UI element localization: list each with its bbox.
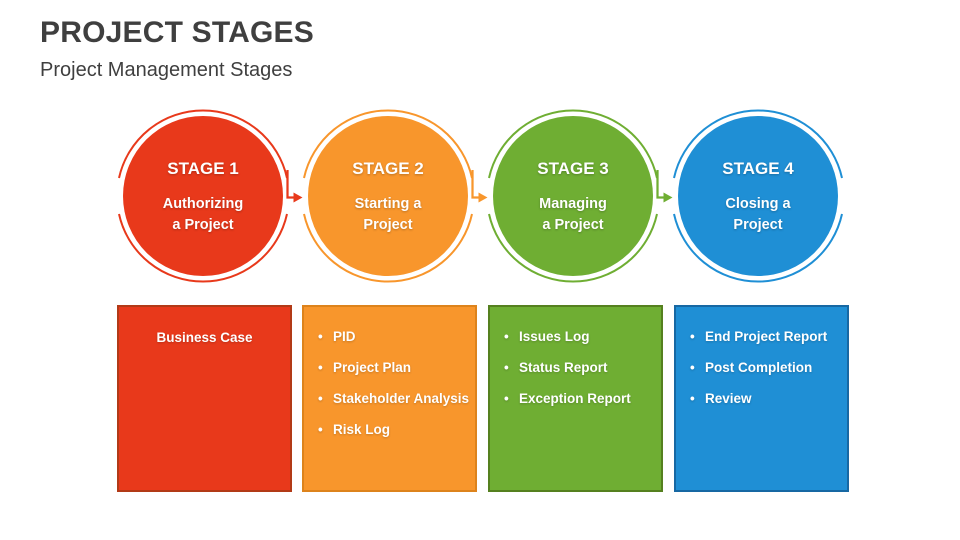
stage-3-circle (488, 109, 658, 283)
stage-4-text: STAGE 4 Closing a Project (673, 157, 843, 236)
detail-item: Business Case (156, 330, 253, 345)
stage-3-detail-box: Issues Log Status Report Exception Repor… (488, 305, 663, 492)
detail-item: Review (676, 389, 845, 408)
detail-item: PID (304, 327, 473, 346)
stage-1-text: STAGE 1 Authorizing a Project (118, 157, 288, 236)
stage-2-detail-list: PID Project Plan Stakeholder Analysis Ri… (304, 307, 475, 439)
stage-3-label: STAGE 3 (537, 159, 609, 178)
page-title: PROJECT STAGES (40, 16, 314, 49)
stage-4-detail-list: End Project Report Post Completion Revie… (676, 307, 847, 408)
page-subtitle: Project Management Stages (40, 59, 293, 81)
stage-1-circle (118, 109, 288, 283)
stage-1-detail-box: Business Case (117, 305, 292, 492)
stage-2-circle (303, 109, 473, 283)
detail-item: Risk Log (304, 420, 473, 439)
stage-2-detail-box: PID Project Plan Stakeholder Analysis Ri… (302, 305, 477, 492)
stage-1-label: STAGE 1 (167, 159, 239, 178)
detail-item: Exception Report (490, 389, 659, 408)
detail-item: Stakeholder Analysis (304, 389, 473, 408)
stage-4-label: STAGE 4 (722, 159, 794, 178)
stage-2-text: STAGE 2 Starting a Project (303, 157, 473, 236)
flow-arrow-2-icon (471, 170, 488, 203)
detail-item: Project Plan (304, 358, 473, 377)
detail-item: End Project Report (676, 327, 845, 346)
stage-4-name: Closing a Project (725, 196, 791, 233)
stage-3-name: Managing a Project (539, 196, 607, 233)
stage-4-circle (673, 109, 843, 283)
flow-arrow-3-icon (656, 170, 673, 203)
stage-2-label: STAGE 2 (352, 159, 424, 178)
stage-4-detail-box: End Project Report Post Completion Revie… (674, 305, 849, 492)
stage-3-detail-list: Issues Log Status Report Exception Repor… (490, 307, 661, 408)
detail-item: Status Report (490, 358, 659, 377)
detail-item: Issues Log (490, 327, 659, 346)
stage-2-name: Starting a Project (354, 196, 422, 233)
stage-1-name: Authorizing a Project (162, 196, 244, 233)
flow-arrow-1-icon (286, 170, 303, 203)
detail-item: Post Completion (676, 358, 845, 377)
stage-3-text: STAGE 3 Managing a Project (488, 157, 658, 236)
